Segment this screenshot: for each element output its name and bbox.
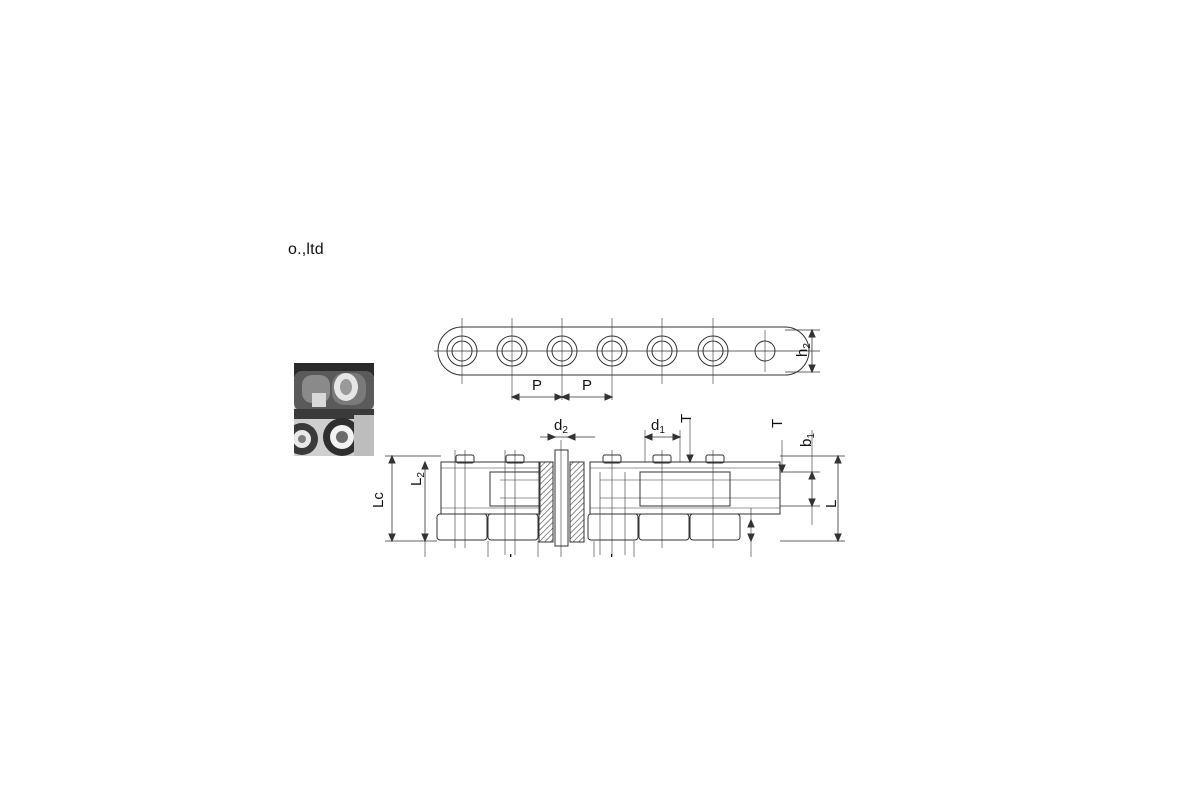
pitch-label: P [582, 377, 592, 394]
roller-circle [446, 318, 478, 384]
t-label: T [769, 419, 786, 428]
roller-circle [546, 318, 578, 400]
roller-circle [646, 318, 678, 384]
company-caption: o.,ltd [288, 241, 324, 258]
d1-label: d1 [651, 417, 665, 436]
pin-hole [754, 330, 776, 372]
crop-mask [360, 557, 880, 587]
b1-label: b1 [798, 433, 817, 447]
roller-circle [596, 318, 628, 400]
chain-photo [294, 363, 374, 456]
d2-label: d2 [554, 417, 568, 436]
t-label: T [678, 414, 695, 423]
h2-label: h2 [794, 343, 813, 357]
lc-label: Lc [370, 492, 387, 508]
top-view [385, 418, 845, 560]
pitch-label: P [532, 377, 542, 394]
roller-circle [697, 318, 729, 384]
l2-label: L2 [408, 472, 427, 486]
side-view [434, 318, 820, 401]
roller-circle [496, 318, 528, 400]
l-label: L [823, 500, 840, 508]
